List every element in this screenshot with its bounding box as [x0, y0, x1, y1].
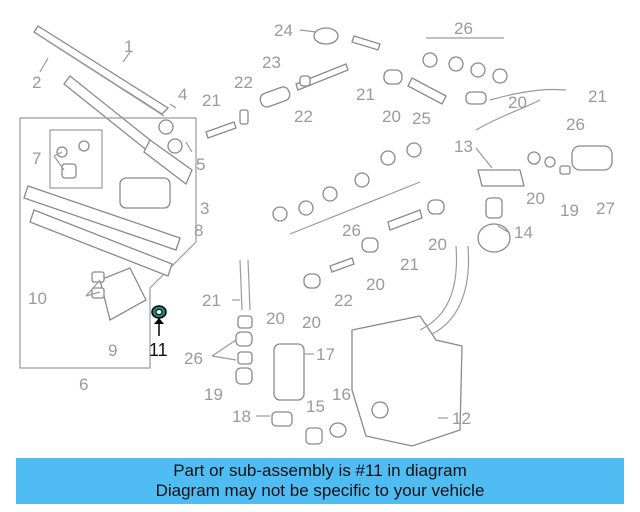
label-3: 3 [200, 199, 209, 218]
label-10: 10 [28, 289, 47, 308]
label-21-d: 21 [400, 255, 419, 274]
label-22-c: 22 [334, 291, 353, 310]
label-24: 24 [274, 21, 293, 40]
label-21-e: 21 [202, 291, 221, 310]
label-18: 18 [232, 407, 251, 426]
label-22-b: 22 [294, 107, 313, 126]
leader-lines [53, 29, 509, 419]
label-14: 14 [514, 223, 533, 242]
label-26-d: 26 [184, 349, 203, 368]
label-22-a: 22 [234, 73, 253, 92]
label-21-b: 21 [356, 85, 375, 104]
label-20-a: 20 [382, 107, 401, 126]
label-19-upper: 19 [560, 201, 579, 220]
label-17: 17 [316, 345, 335, 364]
label-26-c: 26 [342, 221, 361, 240]
label-23: 23 [262, 53, 281, 72]
label-27: 27 [596, 199, 615, 218]
clips-center [272, 142, 422, 235]
label-11-highlight: 11 [149, 340, 168, 360]
nozzle-assembly [477, 145, 613, 187]
label-1: 1 [124, 37, 133, 56]
label-20-b: 20 [508, 93, 527, 112]
banner-line-part: Part or sub-assembly is #11 in diagram [173, 461, 467, 480]
label-6: 6 [79, 375, 88, 394]
label-20-f: 20 [302, 313, 321, 332]
clips-top-right [422, 37, 508, 84]
label-9: 9 [108, 341, 117, 360]
label-4: 4 [178, 85, 187, 104]
pump-and-hose [235, 259, 347, 445]
label-25: 25 [412, 109, 431, 128]
banner-line-disclaimer: Diagram may not be specific to your vehi… [155, 481, 485, 500]
label-26-b: 26 [566, 115, 585, 134]
label-20-c: 20 [526, 189, 545, 208]
label-21-a: 21 [202, 91, 221, 110]
label-12: 12 [452, 409, 471, 428]
label-15: 15 [306, 397, 325, 416]
center-connectors [303, 199, 445, 289]
wiper-arm [63, 75, 193, 186]
label-13: 13 [454, 137, 473, 156]
label-2: 2 [32, 73, 41, 92]
label-8: 8 [194, 221, 203, 240]
label-21-c: 21 [588, 87, 607, 106]
label-16: 16 [332, 385, 351, 404]
parts-diagram: 1 2 3 4 5 6 7 8 9 10 11 12 13 14 15 16 1… [19, 19, 615, 447]
wiper-blade [33, 25, 170, 117]
info-banner: Part or sub-assembly is #11 in diagram D… [16, 458, 624, 504]
hose-connectors [205, 27, 567, 139]
label-26-a: 26 [454, 19, 473, 38]
label-7: 7 [32, 149, 41, 168]
label-20-g: 20 [266, 309, 285, 328]
label-5: 5 [196, 155, 205, 174]
label-20-d: 20 [428, 235, 447, 254]
label-20-e: 20 [366, 275, 385, 294]
part-11-grommet [151, 305, 167, 336]
washer-reservoir [351, 197, 511, 447]
label-19-lower: 19 [204, 385, 223, 404]
